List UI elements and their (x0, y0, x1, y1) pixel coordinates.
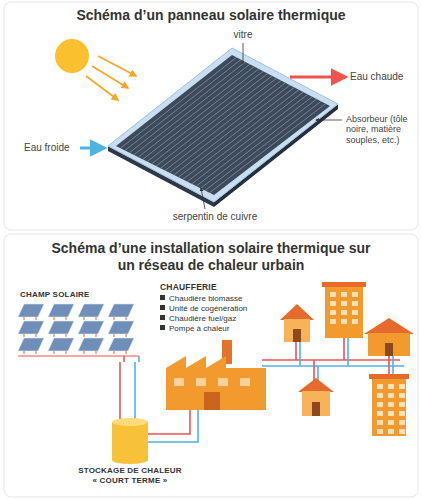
pipe (185, 410, 198, 442)
leader-line (316, 120, 342, 121)
boiler-house: CHAUFFERIE Chaudière biomasseUnité de cog… (160, 282, 275, 410)
panel-card (4, 234, 418, 497)
callout-label: serpentin de cuivre (160, 211, 270, 223)
pipe-connector (185, 410, 198, 442)
diagram-panel: CHAMP SOLAIRE CHAUFFERIE Chaudière biomass… (4, 234, 418, 497)
storage-tank (75, 416, 185, 464)
leader-line (201, 188, 205, 209)
bullet-row: Unité de cogénération (160, 304, 275, 314)
panel-title: Schéma d’une installation solaire thermi… (46, 240, 376, 274)
bullet-text: Chaudière fuel/gaz (169, 314, 236, 323)
bullet-row: Chaudière fuel/gaz (160, 314, 275, 324)
bullet-text: Chaudière biomasse (169, 294, 242, 303)
pipe (134, 362, 136, 416)
bullet-text: Pompe à chaleur (169, 324, 229, 333)
callout-label: Absorbeur (tôle noire, matière souples, … (346, 114, 418, 145)
bullet-square (160, 295, 165, 300)
solar-panel-array (14, 300, 144, 362)
cold-water-arrow (80, 147, 104, 150)
tank-label: STOCKAGE DE CHALEUR « COURT TERME » (75, 466, 185, 485)
callout-label: Eau froide (24, 142, 80, 154)
boiler-house-building (160, 340, 275, 410)
bullet-row: Pompe à chaleur (160, 324, 275, 334)
pipe (119, 362, 121, 416)
pipe-connector (120, 362, 135, 416)
solar-field: CHAMP SOLAIRE (14, 290, 144, 362)
buildings (280, 282, 414, 436)
panel-title: Schéma d’un panneau solaire thermique (11, 7, 411, 24)
pipe (185, 410, 190, 434)
hot-water-arrow (290, 76, 345, 79)
leader-line (243, 43, 244, 64)
bullet-square (160, 325, 165, 330)
bullet-square (160, 305, 165, 310)
sun-rays (86, 56, 136, 100)
sun (55, 39, 89, 73)
solar-collector (108, 48, 338, 207)
panel-card (4, 2, 418, 230)
heat-storage-tank: STOCKAGE DE CHALEUR « COURT TERME » (75, 416, 185, 485)
field-label: CHAMP SOLAIRE (14, 290, 144, 300)
bullet-square (160, 315, 165, 320)
callout-label: vitre (226, 29, 260, 41)
boiler-house-heading: CHAUFFERIE (160, 282, 275, 292)
bullet-row: Chaudière biomasse (160, 294, 275, 304)
callout-label: Eau chaude (350, 71, 418, 83)
bullet-text: Unité de cogénération (169, 304, 247, 313)
